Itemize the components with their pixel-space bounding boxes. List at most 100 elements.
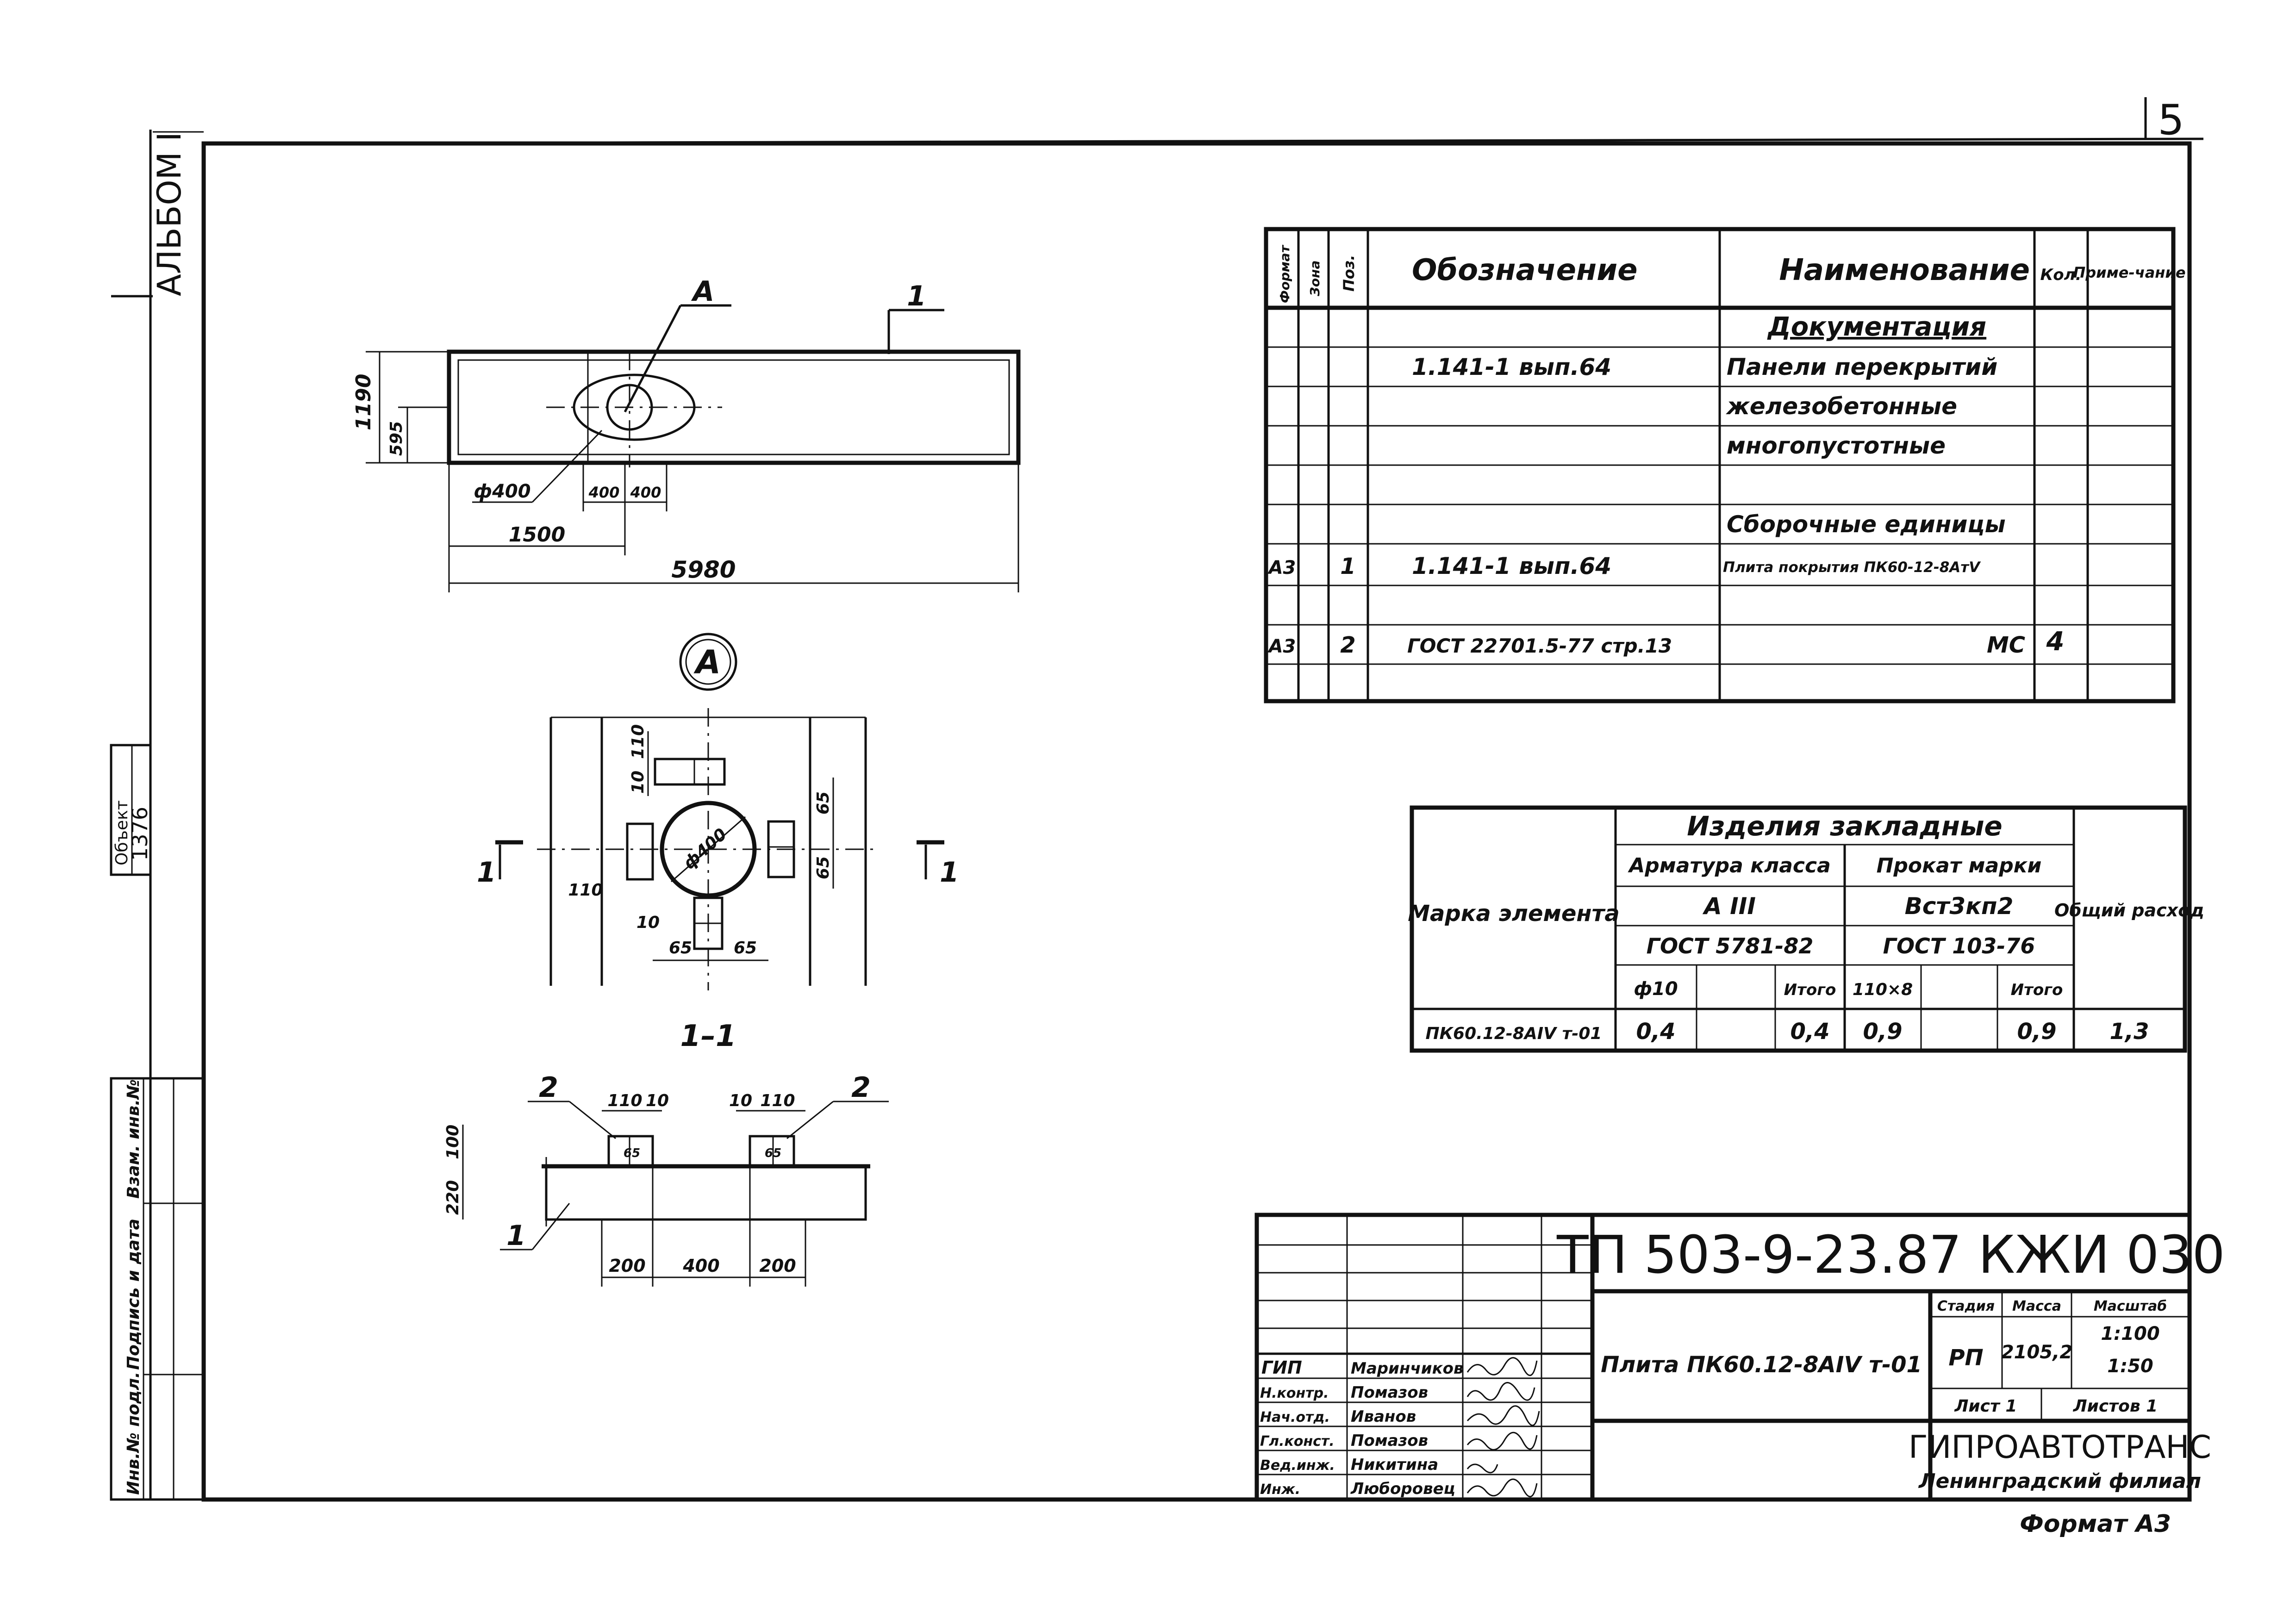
section-dim-220: 220 bbox=[443, 1180, 462, 1215]
emb-sub-5-label: Итого bbox=[2011, 981, 2063, 999]
album-label: АЛЬБОМ I bbox=[150, 132, 188, 296]
view-a-dim-110: 110 bbox=[629, 724, 648, 759]
object-stamp-box bbox=[110, 744, 152, 876]
emb-row-v2: 0,4 bbox=[1790, 1019, 1829, 1045]
emb-title: Изделия закладные bbox=[1687, 810, 2003, 842]
pos2-left-leader bbox=[569, 1101, 616, 1139]
section-dim-65r: 65 bbox=[765, 1146, 781, 1160]
dim-hole-leader bbox=[531, 429, 603, 503]
dim-half: 595 bbox=[387, 421, 406, 456]
section-mark-l: 1 bbox=[477, 856, 496, 889]
tb-scale2: 1:50 bbox=[2107, 1356, 2153, 1377]
tb-branch: Ленинградский филиал bbox=[1918, 1469, 2201, 1493]
emb-sub-3-label: 110×8 bbox=[1853, 980, 1913, 999]
spec-row-5-name: Сборочные единицы bbox=[1727, 511, 2006, 538]
tb-signer-1-name: Помазов bbox=[1351, 1383, 1428, 1402]
pos2-left: 2 bbox=[539, 1071, 558, 1104]
section-mark-r: 1 bbox=[940, 856, 959, 889]
spec-table: Формат Зона Поз. Обозначение Наименовани… bbox=[1264, 227, 2186, 703]
anchor-plate-right bbox=[767, 820, 795, 878]
section-dim-200l: 200 bbox=[609, 1256, 645, 1276]
spec-row-1-name: Панели перекрытий bbox=[1727, 354, 1997, 380]
title-block-frame bbox=[1254, 1213, 2192, 1502]
tb-signer-3-role: Гл.конст. bbox=[1260, 1433, 1335, 1450]
dim-small2: 400 bbox=[630, 484, 661, 501]
spec-header-note: Приме-чание bbox=[2073, 264, 2185, 281]
emb-row-v3: 0,9 bbox=[1863, 1019, 1902, 1045]
tb-code: ТП 503-9-23.87 КЖИ 030 bbox=[1556, 1225, 2225, 1285]
object-label: Объект bbox=[112, 800, 131, 865]
embedded-table-frame bbox=[1410, 805, 2187, 1053]
tb-signer-3-name: Помазов bbox=[1351, 1431, 1428, 1450]
spec-header-qty: Кол. bbox=[2040, 266, 2082, 284]
emb-rebar-class: А III bbox=[1702, 893, 1756, 920]
section-slab bbox=[545, 1165, 867, 1221]
view-a-dim-65b: 65 bbox=[814, 856, 833, 879]
slab-outline-inner bbox=[457, 359, 1010, 455]
view-a-dim-10b: 10 bbox=[636, 913, 660, 932]
object-value: 1376 bbox=[127, 807, 152, 861]
section-label: 1–1 bbox=[680, 1019, 736, 1053]
spec-header-pos: Поз. bbox=[1340, 255, 1358, 292]
slab-outline-outer bbox=[447, 349, 1021, 465]
callout-a-leader bbox=[624, 305, 682, 413]
emb-row-mark: ПК60.12-8АIV т-01 bbox=[1426, 1024, 1602, 1043]
spec-row-2-name: железобетонные bbox=[1726, 393, 1957, 420]
spec-row-8-qty: 4 bbox=[2046, 627, 2065, 657]
section-dim-110l: 110 bbox=[607, 1091, 642, 1110]
spec-row-3-name: многопустотные bbox=[1727, 432, 1946, 459]
view-a-dim-65a: 65 bbox=[814, 791, 833, 815]
callout-a-label: А bbox=[691, 275, 714, 308]
tb-mass-label: Масса bbox=[2012, 1298, 2061, 1314]
tb-signer-4-role: Вед.инж. bbox=[1260, 1457, 1335, 1474]
emb-row-total: 1,3 bbox=[2109, 1019, 2149, 1045]
tb-title: Плита ПК60.12-8АIV т-01 bbox=[1601, 1352, 1922, 1378]
anchor-plate-left bbox=[626, 822, 654, 881]
sheet-frame bbox=[201, 141, 2192, 1502]
page-number: 5 bbox=[2158, 96, 2184, 144]
emb-total-header: Общий расход bbox=[2054, 900, 2204, 921]
embedded-table: Изделия закладные Арматура класса А III … bbox=[1408, 805, 2204, 1053]
pos1: 1 bbox=[506, 1220, 526, 1252]
section-dim-100: 100 bbox=[443, 1125, 462, 1159]
emb-mark-header: Марка элемента bbox=[1408, 901, 1620, 927]
spec-row-6-format: А3 bbox=[1267, 557, 1296, 579]
dim-small1: 400 bbox=[588, 484, 620, 501]
section-plate-right bbox=[749, 1135, 795, 1168]
view-a-dim-65c: 65 bbox=[669, 939, 692, 958]
tb-signer-2-role: Нач.отд. bbox=[1260, 1409, 1330, 1425]
tb-signer-5-name: Люборовец bbox=[1350, 1480, 1455, 1498]
spec-row-6-pos: 1 bbox=[1340, 554, 1355, 579]
spec-header-name: Наименование bbox=[1779, 253, 2030, 287]
view-a-dim-65d: 65 bbox=[734, 939, 757, 958]
section-dim-400: 400 bbox=[682, 1256, 719, 1276]
spec-row-8-designation: ГОСТ 22701.5-77 стр.13 bbox=[1407, 635, 1672, 657]
tb-mass: 2105,2 bbox=[2001, 1342, 2072, 1363]
dim-1500: 1500 bbox=[509, 523, 565, 547]
view-a-label-ring-inner bbox=[685, 639, 731, 685]
spec-header-zone: Зона bbox=[1307, 261, 1323, 297]
tb-org: ГИПРОАВТОТРАНС bbox=[1909, 1429, 2211, 1466]
tb-stage: РП bbox=[1948, 1345, 1983, 1371]
spec-row-8-name: МС bbox=[1987, 632, 2025, 658]
spec-row-1-designation: 1.141-1 вып.64 bbox=[1412, 354, 1611, 380]
side-stamp-sign: Подпись и дата bbox=[124, 1219, 143, 1370]
plan-view: А 1 1190 595 ф400 400 400 1500 5980 bbox=[352, 275, 1021, 592]
section-dim-10l: 10 bbox=[646, 1091, 669, 1110]
spec-header-designation: Обозначение bbox=[1412, 253, 1637, 287]
section-1-1: 1–1 65 65 2 2 1 110 10 10 110 220 100 bbox=[443, 1019, 889, 1287]
title-block: Стадия Масса Масштаб РП 2105,2 1:100 1:5… bbox=[1254, 1213, 2225, 1502]
section-dim-110r: 110 bbox=[760, 1091, 795, 1110]
section-plate-left bbox=[607, 1135, 654, 1168]
emb-sub-0: ф10 bbox=[1634, 978, 1678, 1000]
emb-sub-2-label: Итого bbox=[1784, 981, 1836, 999]
view-a-label: А bbox=[693, 643, 721, 681]
tb-signer-4-name: Никитина bbox=[1351, 1456, 1438, 1474]
section-dim-200r: 200 bbox=[759, 1256, 796, 1276]
spec-row-0-name: Документация bbox=[1767, 312, 1986, 342]
tb-signer-5-role: Инж. bbox=[1260, 1481, 1300, 1498]
section-dim-65l: 65 bbox=[624, 1146, 640, 1160]
view-a-dia-line bbox=[671, 816, 746, 883]
view-a-dim-110b: 110 bbox=[568, 881, 603, 900]
